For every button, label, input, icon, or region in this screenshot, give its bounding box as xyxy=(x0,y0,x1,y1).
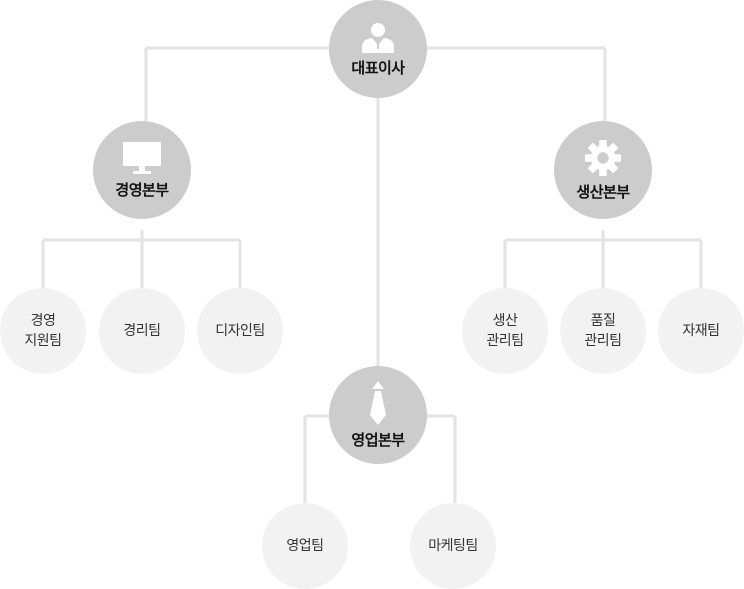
team-label: 자재팀 xyxy=(682,323,720,339)
team-node-marketing[interactable]: 마케팅팀 xyxy=(410,503,496,589)
team-node-accounting[interactable]: 경리팀 xyxy=(99,288,185,374)
team-node-management-support[interactable]: 경영 지원팀 xyxy=(0,288,86,374)
division-sales-label: 영업본부 xyxy=(351,430,405,449)
team-label: 생산 관리팀 xyxy=(486,313,524,349)
team-node-design[interactable]: 디자인팀 xyxy=(197,288,283,374)
division-production-label: 생산본부 xyxy=(576,182,630,201)
team-node-quality-management[interactable]: 품질 관리팀 xyxy=(560,288,646,374)
division-management-node[interactable]: 경영본부 xyxy=(93,121,191,219)
monitor-icon xyxy=(123,141,161,174)
team-node-materials[interactable]: 자재팀 xyxy=(658,288,744,374)
tie-icon xyxy=(370,380,386,425)
team-label: 영업팀 xyxy=(286,538,324,554)
person-icon xyxy=(362,22,394,53)
division-sales-node[interactable]: 영업본부 xyxy=(329,366,427,464)
division-management-label: 경영본부 xyxy=(115,180,169,199)
gear-icon xyxy=(584,139,622,176)
ceo-node[interactable]: 대표이사 xyxy=(329,0,427,98)
connector-management-teams xyxy=(41,230,242,300)
ceo-label: 대표이사 xyxy=(351,58,405,77)
connector-production-teams xyxy=(503,230,703,300)
team-label: 경영 지원팀 xyxy=(24,313,62,349)
team-label: 마케팅팀 xyxy=(428,538,478,554)
team-label: 품질 관리팀 xyxy=(584,313,622,349)
team-node-sales[interactable]: 영업팀 xyxy=(262,503,348,589)
team-node-production-management[interactable]: 생산 관리팀 xyxy=(462,288,548,374)
team-label: 경리팀 xyxy=(123,323,161,339)
team-label: 디자인팀 xyxy=(215,323,265,339)
division-production-node[interactable]: 생산본부 xyxy=(554,121,652,219)
